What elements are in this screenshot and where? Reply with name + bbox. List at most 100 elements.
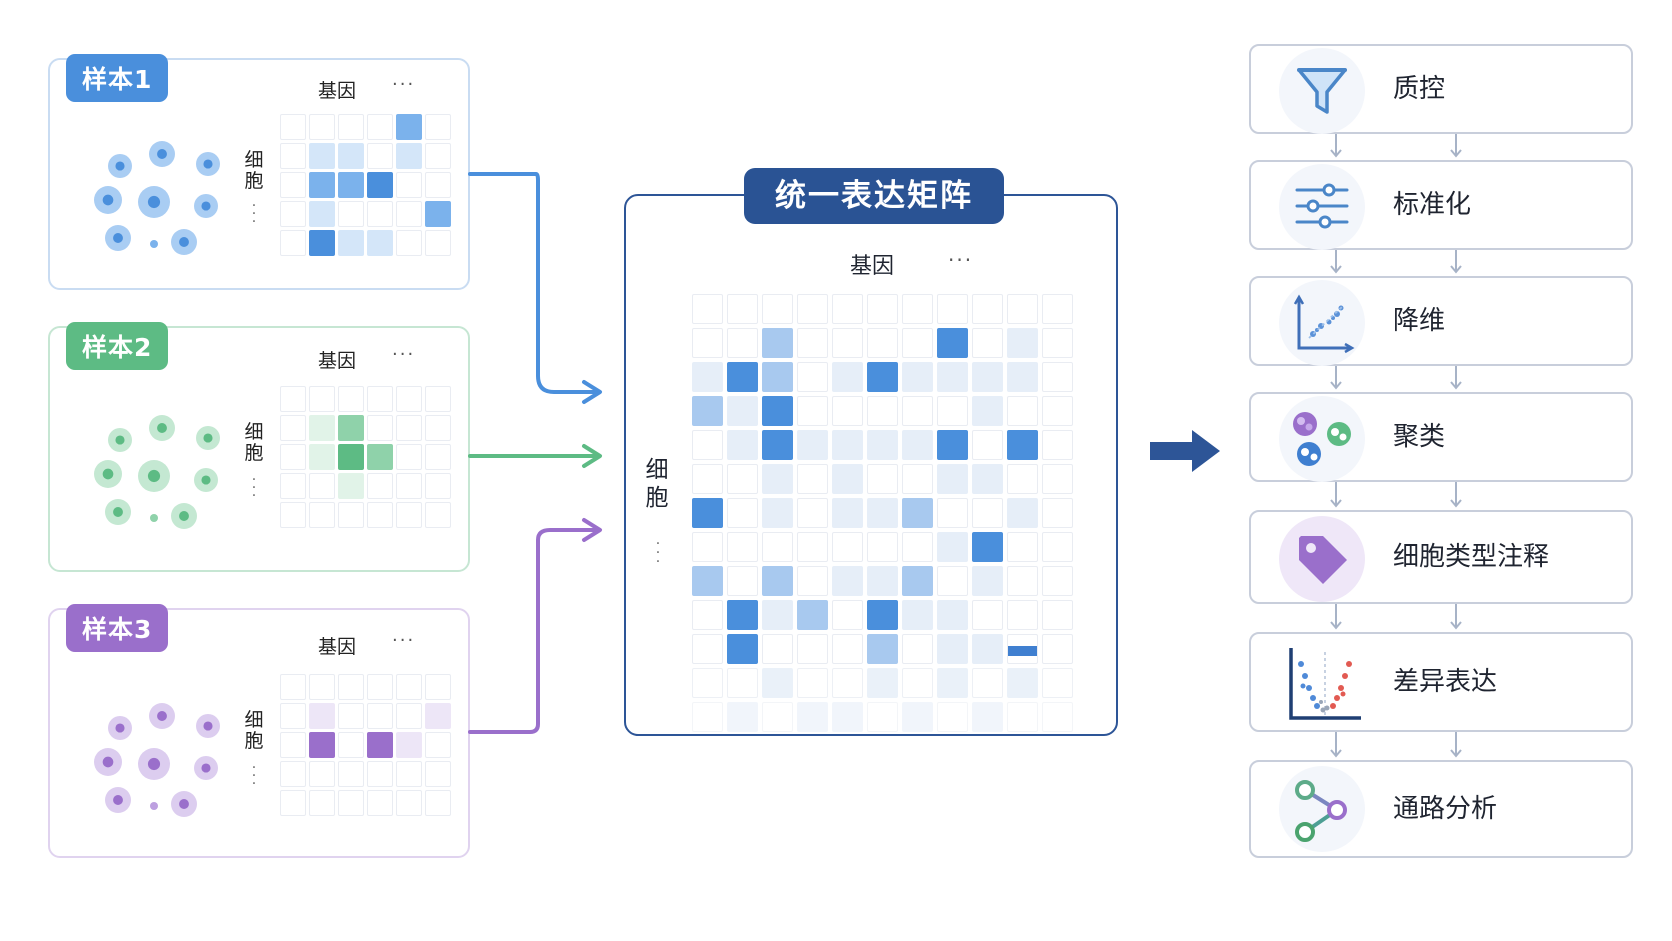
grid-cell: [338, 502, 364, 528]
matrix-cell: [902, 464, 933, 494]
pipeline-step-pathway[interactable]: 通路分析: [1249, 760, 1633, 858]
pipeline-step-dim-reduction[interactable]: 降维: [1249, 276, 1633, 366]
step-connector: [1330, 604, 1342, 630]
matrix-cell: [902, 362, 933, 392]
grid-cell: [338, 473, 364, 499]
matrix-cell: [797, 668, 828, 698]
grid-cell: [338, 790, 364, 816]
matrix-cell: [972, 668, 1003, 698]
matrix-cell: [832, 396, 863, 426]
grid-cell: [338, 114, 364, 140]
matrix-cell: [1042, 498, 1073, 528]
matrix-cell-label: 细胞: [645, 457, 669, 511]
grid-cell: [338, 172, 364, 198]
sample-card-1: 样本1 基因 ··· 细胞 ···: [48, 54, 470, 290]
grid-cell: [280, 502, 306, 528]
grid-cell: [280, 674, 306, 700]
cell-nucleus: [147, 757, 161, 771]
matrix-cell: [902, 532, 933, 562]
matrix-cell: [1007, 532, 1038, 562]
matrix-cell: [972, 600, 1003, 630]
cell-nucleus: [203, 721, 213, 731]
matrix-cell: [762, 668, 793, 698]
grid-cell: [425, 790, 451, 816]
grid-cell: [338, 703, 364, 729]
grid-cell: [396, 732, 422, 758]
step-connector: [1450, 250, 1462, 274]
step-connector: [1450, 604, 1462, 630]
gene-axis-label: 基因: [318, 80, 357, 102]
matrix-cell: [972, 362, 1003, 392]
matrix-cell: [762, 532, 793, 562]
matrix-cell: [902, 294, 933, 324]
grid-cell: [309, 230, 335, 256]
matrix-cell: [832, 430, 863, 460]
matrix-cell: [797, 566, 828, 596]
matrix-cell: [762, 702, 793, 732]
matrix-cell: [867, 430, 898, 460]
grid-cell: [396, 761, 422, 787]
pipeline-step-qc[interactable]: 质控: [1249, 44, 1633, 134]
matrix-cell: [797, 634, 828, 664]
pipeline-step-normalize[interactable]: 标准化: [1249, 160, 1633, 250]
step-label: 差异表达: [1393, 667, 1498, 697]
matrix-cell: [867, 702, 898, 732]
matrix-cell: [832, 362, 863, 392]
matrix-cell: [867, 396, 898, 426]
step-label: 细胞类型注释: [1393, 542, 1550, 572]
grid-cell: [309, 172, 335, 198]
matrix-cell: [832, 464, 863, 494]
pipeline-step-clustering[interactable]: 聚类: [1249, 392, 1633, 482]
grid-cell: [425, 114, 451, 140]
grid-cell: [280, 444, 306, 470]
matrix-cell: [1007, 396, 1038, 426]
grid-cell: [367, 674, 393, 700]
grid-cell: [396, 674, 422, 700]
cell-nucleus: [113, 233, 123, 243]
matrix-cell: [727, 362, 758, 392]
matrix-cell: [762, 634, 793, 664]
matrix-cell: [972, 532, 1003, 562]
pipeline-step-diff-expression[interactable]: 差异表达: [1249, 632, 1633, 732]
matrix-cell: [937, 396, 968, 426]
matrix-cell: [832, 668, 863, 698]
grid-cell: [396, 201, 422, 227]
matrix-cell: [692, 430, 723, 460]
cell-nucleus: [179, 511, 189, 521]
matrix-cell: [937, 362, 968, 392]
step-label: 聚类: [1393, 422, 1446, 452]
connector-arrows: [468, 172, 602, 734]
matrix-cell: [1042, 464, 1073, 494]
cell-nucleus: [113, 795, 123, 805]
matrix-gene-ellipsis: ···: [948, 248, 974, 272]
grid-cell: [425, 230, 451, 256]
arrowhead-1: [582, 380, 602, 404]
grid-cell: [425, 444, 451, 470]
grid-cell: [396, 502, 422, 528]
grid-cell: [396, 386, 422, 412]
cell: [150, 802, 158, 810]
matrix-cell: [727, 294, 758, 324]
step-connector: [1330, 482, 1342, 508]
cell-nucleus: [102, 756, 114, 768]
funnel-icon: [1297, 68, 1347, 114]
step-connector: [1330, 366, 1342, 390]
grid-cell: [309, 143, 335, 169]
matrix-cell: [762, 498, 793, 528]
matrix-cell: [762, 328, 793, 358]
grid-cell: [280, 172, 306, 198]
grid-cell: [309, 386, 335, 412]
pipeline-connectors: [1330, 134, 1462, 758]
icon-background: [1279, 766, 1365, 852]
matrix-cell: [972, 294, 1003, 324]
cell-axis-label: 细胞: [244, 149, 264, 192]
cell-nucleus: [201, 763, 211, 773]
matrix-cell: [692, 566, 723, 596]
matrix-cell: [937, 328, 968, 358]
grid-cell: [367, 761, 393, 787]
grid-cell: [338, 732, 364, 758]
matrix-cell: [762, 294, 793, 324]
matrix-cell: [972, 498, 1003, 528]
matrix-cell: [902, 328, 933, 358]
pipeline-step-cell-annotation[interactable]: 细胞类型注释: [1249, 510, 1633, 604]
